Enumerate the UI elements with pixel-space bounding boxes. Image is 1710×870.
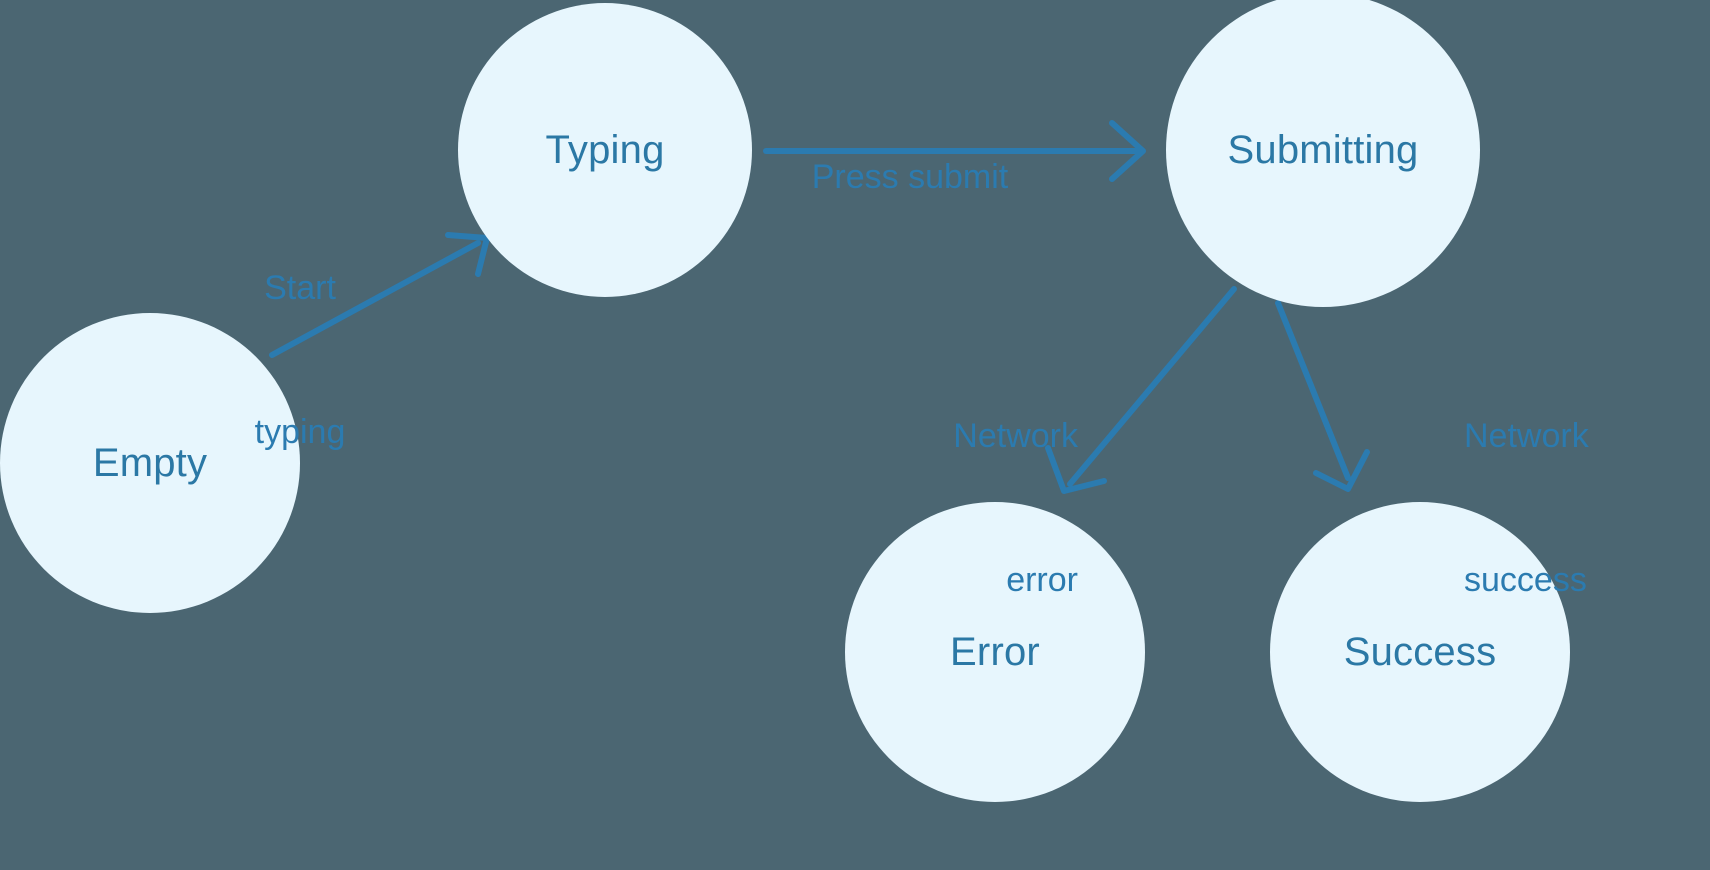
edge-submitting-to-error [1045, 286, 1237, 494]
edge-label-start-typing-line2: typing [254, 413, 346, 451]
state-node-error[interactable]: Error [845, 502, 1145, 802]
edge-typing-to-submitting [763, 120, 1146, 182]
edge-label-network-error-line2: error [1006, 561, 1078, 599]
edge-label-start-typing-line1: Start [264, 269, 336, 307]
state-node-submitting-label: Submitting [1227, 128, 1419, 172]
state-node-error-label: Error [950, 630, 1040, 674]
state-node-empty[interactable]: Empty [0, 313, 300, 613]
state-node-success[interactable]: Success [1270, 502, 1570, 802]
edge-label-network-success: Network success [1464, 316, 1710, 700]
edge-label-network-success-line1: Network [1464, 417, 1589, 455]
edge-label-press-submit: Press submit [780, 57, 1040, 297]
edge-label-network-error-line1: Network [953, 417, 1078, 455]
state-node-typing-label: Typing [545, 128, 665, 172]
state-node-submitting[interactable]: Submitting [1166, 0, 1480, 307]
state-node-empty-label: Empty [92, 441, 208, 485]
state-node-success-label: Success [1343, 630, 1497, 674]
state-node-typing[interactable]: Typing [458, 3, 752, 297]
edge-submitting-to-success [1275, 300, 1370, 492]
edge-label-network-error: Network error [830, 316, 1078, 700]
edge-label-press-submit-line1: Press submit [811, 158, 1009, 196]
edge-label-network-success-line2: success [1464, 561, 1587, 599]
edge-label-start-typing: Start typing [190, 168, 410, 552]
